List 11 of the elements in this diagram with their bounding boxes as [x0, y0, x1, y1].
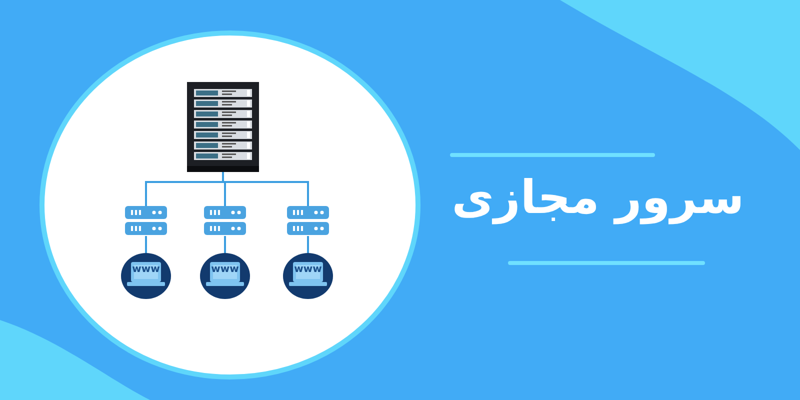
server-icon — [204, 206, 246, 236]
connector-line — [145, 236, 147, 253]
server-icon — [287, 206, 329, 236]
web-address-text: www — [293, 264, 323, 276]
web-address-text: www — [210, 264, 240, 276]
server-rack-icon — [187, 82, 259, 172]
server-icon — [125, 206, 167, 236]
connector-line — [224, 236, 226, 253]
title: سرور مجازی — [450, 170, 746, 224]
web-address-text: www — [131, 264, 161, 276]
connector-line — [307, 236, 309, 253]
